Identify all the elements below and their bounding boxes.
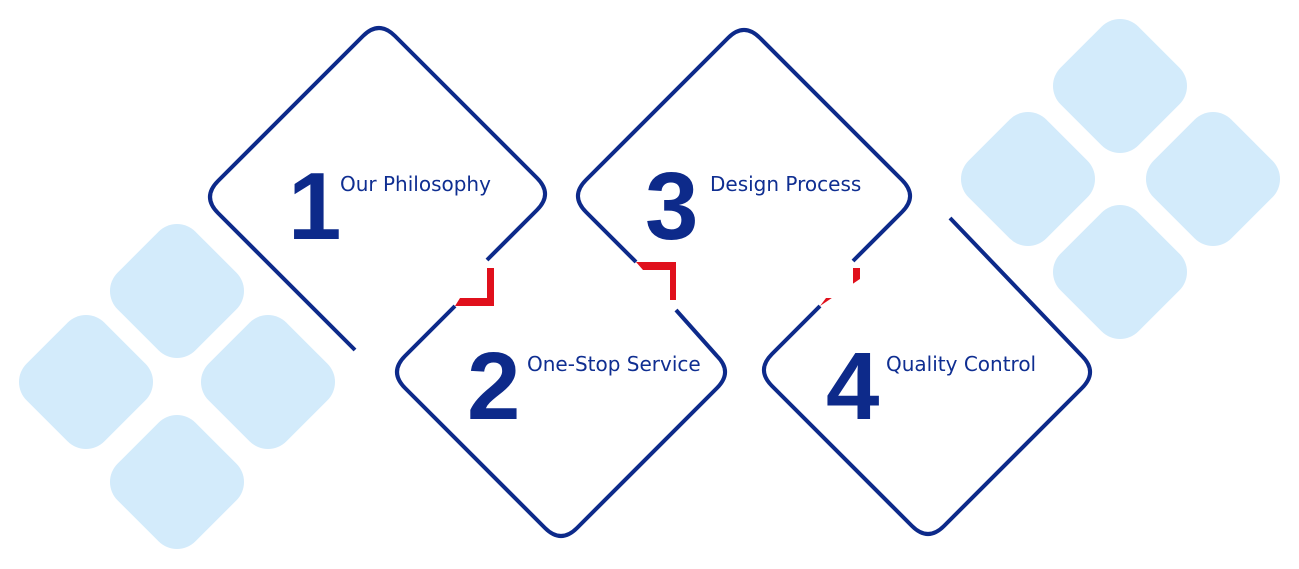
decor-tile [960,111,1096,247]
connector-2-3 [636,262,676,300]
step-title: Our Philosophy [340,172,491,196]
decor-tile [1145,111,1281,247]
step-number: 3 [645,153,698,260]
step-2: 2 One-Stop Service [467,333,701,440]
connectors [455,262,860,306]
connector-1-2 [455,268,494,306]
decor-cluster-left [18,223,336,550]
diamond-3 [576,28,912,264]
diamond-1 [208,26,547,352]
decor-tile [1052,18,1188,154]
step-title: Quality Control [886,352,1036,376]
step-number: 4 [826,333,879,440]
step-number: 1 [288,153,341,260]
decor-cluster-right [960,18,1281,340]
decor-tile [1052,204,1188,340]
decor-tile [200,314,336,450]
step-title: Design Process [710,172,861,196]
decor-tile [109,414,245,550]
step-3: 3 Design Process [645,153,861,260]
step-title: One-Stop Service [527,352,701,376]
diamond-2 [395,304,727,538]
decor-tile [18,314,154,450]
step-1: 1 Our Philosophy [288,153,491,260]
decor-tile [109,223,245,359]
diamond-4 [762,216,1092,536]
diamonds [208,26,1092,538]
step-4: 4 Quality Control [826,333,1036,440]
step-number: 2 [467,333,520,440]
